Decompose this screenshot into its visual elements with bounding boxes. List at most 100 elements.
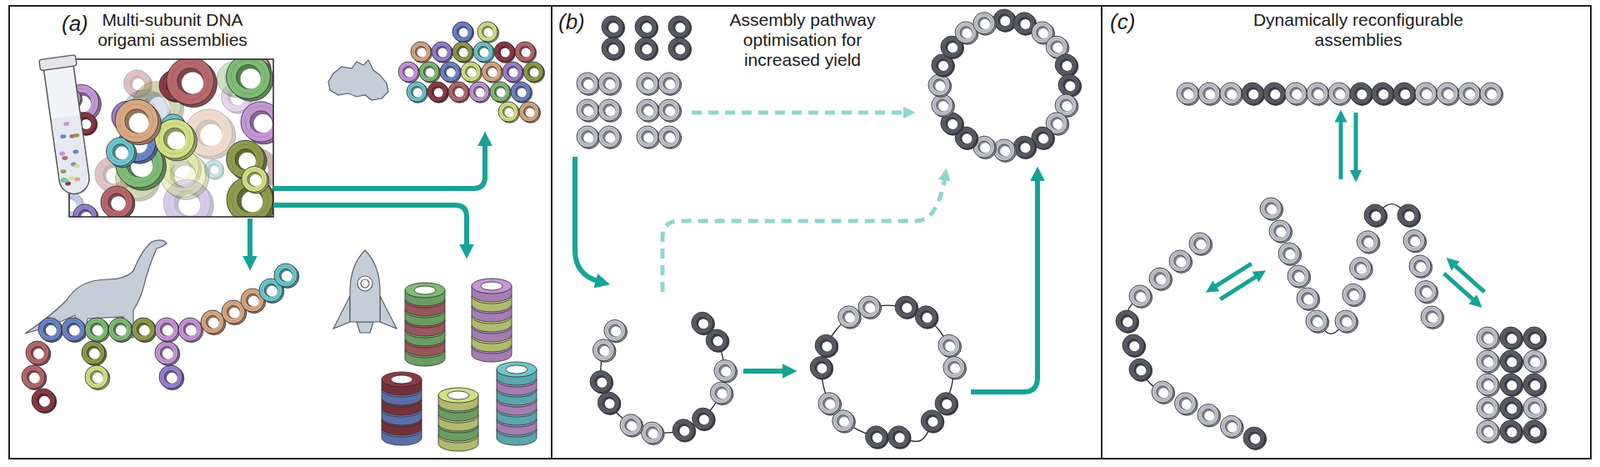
ring-helix <box>1330 85 1348 102</box>
ring-helix <box>87 320 106 339</box>
ring-bore <box>948 360 960 373</box>
origami-ring <box>810 356 834 380</box>
ring-bore <box>1481 378 1494 390</box>
ring-face <box>1350 257 1372 280</box>
ring-helix <box>1502 329 1520 346</box>
box-border <box>69 59 274 217</box>
ring-face <box>1335 310 1357 332</box>
ring-helix <box>224 302 243 321</box>
ring-hole <box>248 295 260 307</box>
ring-bore <box>1181 87 1194 100</box>
ring-hole <box>626 420 637 431</box>
ring-helix <box>180 320 200 339</box>
ring-face <box>1476 350 1499 372</box>
origami-ring <box>419 61 441 83</box>
ring-helix <box>1525 375 1543 393</box>
ring-bore <box>1018 140 1030 153</box>
ring-bore <box>603 130 615 143</box>
ring-helix <box>660 75 678 92</box>
ring-bore <box>415 45 426 57</box>
ring-bore <box>160 322 173 335</box>
ring-face <box>460 61 481 82</box>
ring-helix <box>600 394 617 411</box>
ring-bore <box>606 20 619 33</box>
ring-helix <box>1423 308 1440 325</box>
ring-bore <box>523 105 535 117</box>
ring-helix <box>995 11 1013 29</box>
ring-hole <box>229 307 240 319</box>
ring-helix <box>75 206 95 217</box>
ring-helix <box>1176 395 1194 412</box>
panel-title: Multi-subunit DNA origami assemblies <box>89 10 256 50</box>
ring-hole <box>45 325 57 336</box>
ring-face <box>640 421 663 444</box>
ring-helix <box>890 428 907 445</box>
origami-ring <box>1305 310 1330 333</box>
ring-hole <box>641 44 652 55</box>
origami-ring <box>1335 310 1359 333</box>
ring-face <box>658 99 680 121</box>
ring-stack <box>381 371 422 445</box>
ring-bore <box>625 419 637 431</box>
stack-disk-top <box>496 361 537 377</box>
ring-hole <box>665 79 675 90</box>
ring-bore <box>279 268 292 281</box>
ring-helix <box>1525 352 1543 370</box>
origami-ring <box>1149 267 1173 290</box>
ring-bore <box>494 85 505 97</box>
ring-hole <box>33 348 45 360</box>
ring-helix <box>995 141 1013 159</box>
origami-ring <box>1342 283 1366 306</box>
ring-hole <box>496 88 506 98</box>
ring-bore <box>673 20 685 33</box>
ring-face <box>1197 404 1220 426</box>
ring-bore <box>1340 315 1352 327</box>
ring-helix <box>579 101 596 119</box>
arrow-layer <box>250 112 1485 392</box>
ring-helix <box>276 265 295 285</box>
ring-helix <box>835 412 852 430</box>
ring-bore <box>125 109 149 133</box>
ring-face <box>419 61 440 82</box>
australia-silhouette <box>328 60 389 100</box>
ring-hole <box>1129 340 1140 351</box>
ring-bore <box>936 99 949 111</box>
origami-ring <box>1278 242 1302 265</box>
ring-hole <box>446 68 456 78</box>
origami-ring <box>858 295 882 319</box>
ring-hole <box>505 108 515 118</box>
ring-bore <box>609 324 621 336</box>
ring-helix <box>934 56 951 74</box>
ring-hole <box>69 325 80 336</box>
flow-arrow <box>247 218 253 260</box>
ring-hole <box>210 165 219 175</box>
flow-arrow <box>691 110 907 115</box>
origami-ring <box>448 81 470 103</box>
ring-bore <box>837 415 850 427</box>
ring-helix <box>109 140 132 164</box>
ring-hole <box>1135 291 1146 302</box>
ring-helix <box>28 343 47 362</box>
ring-hole <box>675 44 685 55</box>
origami-ring <box>431 41 454 63</box>
origami-ring <box>635 15 659 39</box>
ring-helix <box>943 115 960 132</box>
ring-helix <box>694 410 711 427</box>
ring-helix <box>421 64 438 80</box>
silhouettes <box>25 60 397 338</box>
ring-bore <box>1481 401 1494 414</box>
ring-helix <box>161 367 180 386</box>
ring-bore <box>696 316 709 329</box>
ring-helix <box>1479 352 1496 370</box>
ring-hole <box>950 363 960 374</box>
ring-bore <box>90 370 103 383</box>
ring-hole <box>605 398 615 409</box>
ring-bore <box>527 65 539 77</box>
ring-bore <box>863 300 875 313</box>
ring-helix <box>525 64 542 80</box>
ring-bore <box>1202 408 1215 420</box>
ring-bore <box>1481 425 1494 437</box>
ring-helix <box>1222 85 1240 102</box>
ring-bore <box>842 310 855 323</box>
ring-bore <box>43 322 56 335</box>
